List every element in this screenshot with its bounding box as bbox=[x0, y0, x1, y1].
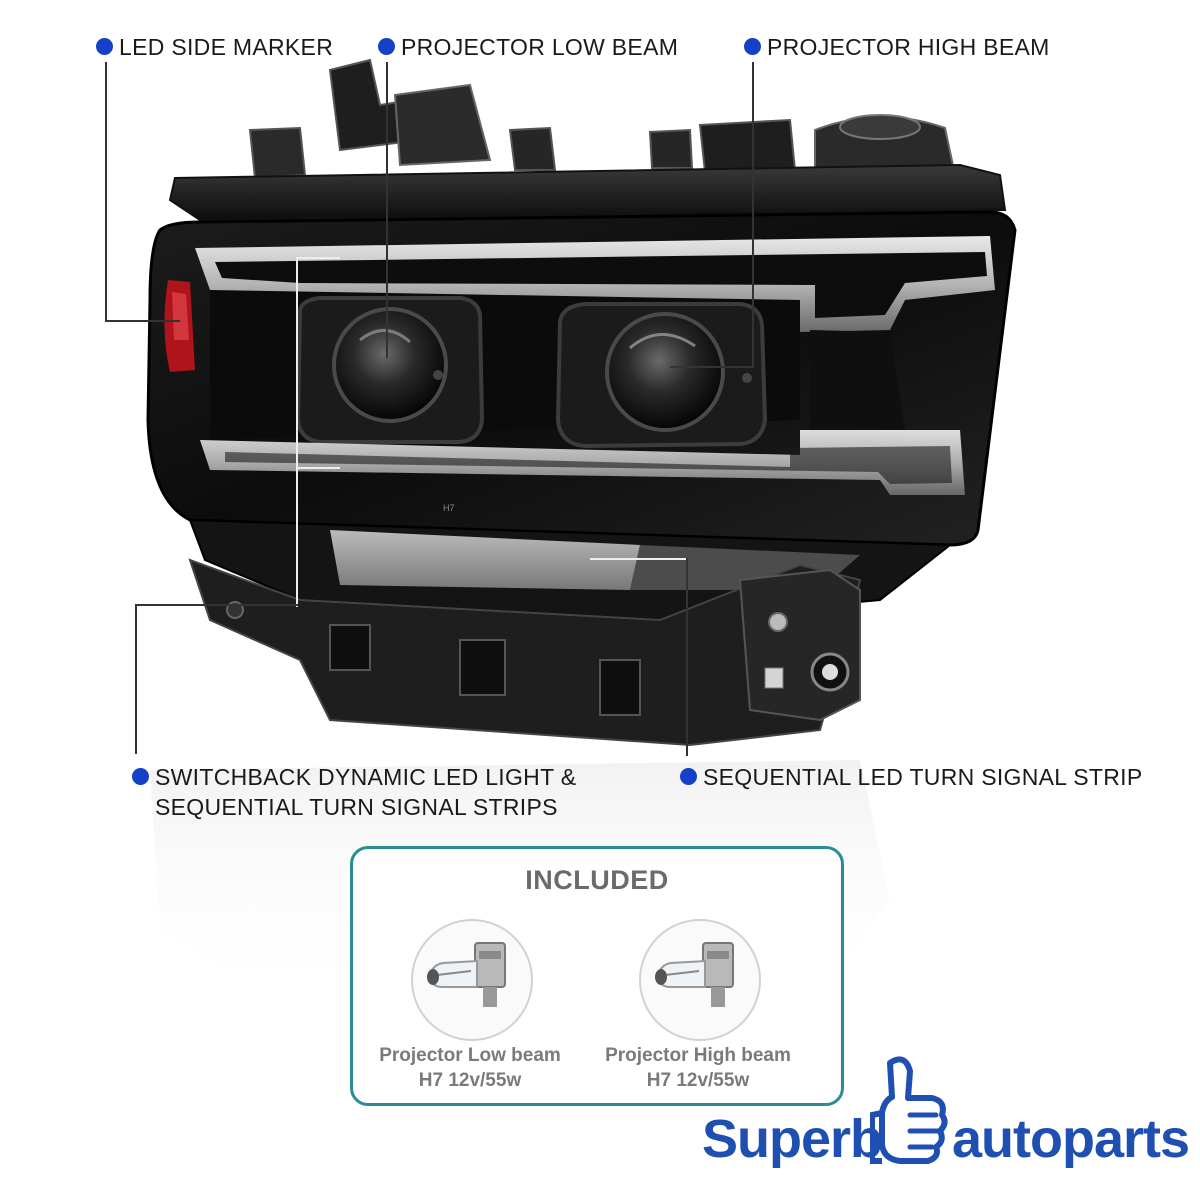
included-box: INCLUDED Projector Low beam H7 12v/55w bbox=[350, 846, 844, 1106]
callout-projector-low-beam: PROJECTOR LOW BEAM bbox=[378, 32, 678, 62]
leader-switchback-top-h bbox=[296, 257, 340, 259]
leader-side-marker-h bbox=[105, 320, 180, 322]
bullet-dot-icon bbox=[744, 38, 761, 55]
leader-high-beam-h bbox=[670, 366, 754, 368]
callout-text: PROJECTOR HIGH BEAM bbox=[767, 34, 1050, 60]
callout-text: SWITCHBACK DYNAMIC LED LIGHT & SEQUENTIA… bbox=[155, 762, 576, 822]
callout-text: PROJECTOR LOW BEAM bbox=[401, 34, 679, 60]
callout-line-1: SWITCHBACK DYNAMIC LED LIGHT & bbox=[155, 764, 577, 790]
bulb-image-high bbox=[639, 919, 761, 1041]
h7-bulb-icon bbox=[427, 942, 506, 1007]
leader-low-beam-v bbox=[386, 62, 388, 358]
bullet-dot-icon bbox=[132, 768, 149, 785]
bulb-label-low: Projector Low beam H7 12v/55w bbox=[355, 1043, 585, 1093]
callout-sequential-strip: SEQUENTIAL LED TURN SIGNAL STRIP bbox=[680, 762, 1142, 792]
bulb-label-low-line1: Projector Low beam bbox=[379, 1045, 561, 1066]
brand-text-autoparts: autoparts bbox=[952, 1109, 1190, 1169]
leader-switchback-h bbox=[135, 604, 298, 606]
leader-high-beam-v bbox=[752, 62, 754, 367]
callout-line-2: SEQUENTIAL TURN SIGNAL STRIPS bbox=[155, 794, 558, 820]
bulb-label-high: Projector High beam H7 12v/55w bbox=[583, 1043, 813, 1093]
leader-switchback-mid-h bbox=[296, 467, 340, 469]
included-title: INCLUDED bbox=[525, 865, 669, 895]
leader-switchback-v2 bbox=[135, 604, 137, 754]
leader-seq-strip-v bbox=[686, 558, 688, 756]
h7-bulb-icon bbox=[655, 942, 734, 1007]
leader-switchback-v1 bbox=[296, 257, 298, 607]
callout-text: LED SIDE MARKER bbox=[119, 34, 334, 60]
bulb-label-high-line2: H7 12v/55w bbox=[646, 1070, 750, 1091]
thumbs-up-logo bbox=[870, 1056, 948, 1164]
callout-projector-high-beam: PROJECTOR HIGH BEAM bbox=[744, 32, 1050, 62]
brand-logo: Superb autoparts bbox=[702, 1056, 1190, 1185]
bulb-image-low bbox=[411, 919, 533, 1041]
bulb-label-low-line2: H7 12v/55w bbox=[418, 1070, 522, 1091]
callout-text: SEQUENTIAL LED TURN SIGNAL STRIP bbox=[703, 764, 1143, 790]
bulb-label-high-line1: Projector High beam bbox=[605, 1045, 791, 1066]
callout-led-side-marker: LED SIDE MARKER bbox=[96, 32, 333, 62]
bullet-dot-icon bbox=[96, 38, 113, 55]
housing-h7-marking: H7 bbox=[443, 503, 455, 513]
bullet-dot-icon bbox=[680, 768, 697, 785]
bullet-dot-icon bbox=[378, 38, 395, 55]
brand-text-superb: Superb bbox=[702, 1109, 883, 1169]
leader-side-marker-v bbox=[105, 62, 107, 322]
leader-seq-strip-h bbox=[590, 558, 688, 560]
callout-switchback: SWITCHBACK DYNAMIC LED LIGHT & SEQUENTIA… bbox=[132, 762, 576, 822]
